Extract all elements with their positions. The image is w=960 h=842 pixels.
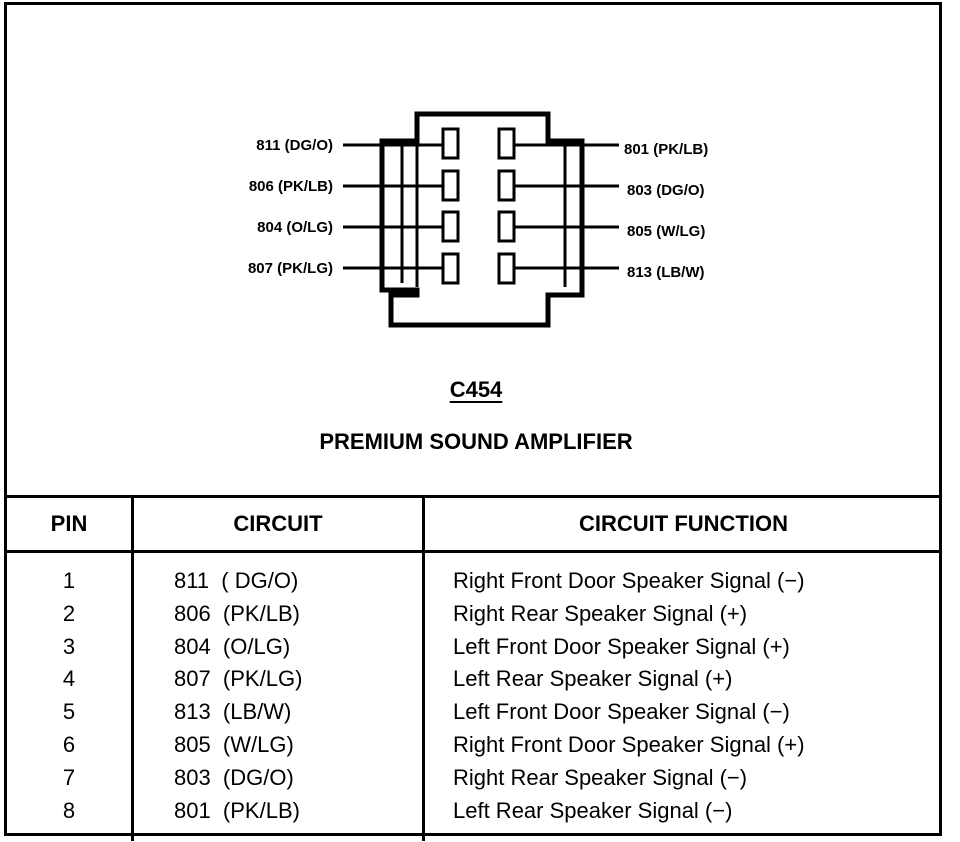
circuit: 806 (PK/LB) — [131, 597, 424, 631]
pin-number: 3 — [62, 633, 76, 659]
wire-label-right: 813 (LB/W) — [627, 264, 705, 281]
circuit-function: Left Rear Speaker Signal (+) — [422, 663, 942, 697]
circuit: 805 (W/LG) — [131, 728, 424, 762]
circuit: 804 (O/LG) — [131, 630, 424, 664]
circuit: 803 (DG/O) — [131, 761, 424, 795]
pin-number: 4 — [62, 666, 76, 692]
pin-number: 5 — [62, 699, 76, 725]
connector-id: C454 — [7, 377, 945, 403]
connector-diagram: 811 (DG/O) 806 (PK/LB) 804 (O/LG) 807 (P… — [248, 111, 708, 328]
circuit-function: Right Front Door Speaker Signal (+) — [422, 728, 942, 762]
pin-cavity-2 — [441, 169, 460, 202]
table-row: 8 801 (PK/LB) Left Rear Speaker Signal (… — [7, 794, 942, 842]
pin-cavity-8 — [497, 127, 516, 160]
table-row: 6 805 (W/LG) Right Front Door Speaker Si… — [7, 728, 942, 762]
header-pin: PIN — [7, 495, 133, 553]
pin-table: PIN CIRCUIT CIRCUIT FUNCTION 1 811 ( DG/… — [7, 495, 942, 842]
table-row: 7 803 (DG/O) Right Rear Speaker Signal (… — [7, 761, 942, 795]
connector-rail-left — [400, 145, 419, 287]
circuit-function: Left Front Door Speaker Signal (−) — [422, 696, 942, 729]
pin-number: 6 — [62, 731, 76, 757]
pin-cavity-3 — [441, 210, 460, 243]
table-header-row: PIN CIRCUIT CIRCUIT FUNCTION — [7, 495, 942, 553]
wire-label-left: 807 (PK/LG) — [248, 260, 333, 277]
pin-cavity-7 — [497, 169, 516, 202]
table-row: 1 811 ( DG/O) Right Front Door Speaker S… — [7, 551, 942, 598]
table-row: 4 807 (PK/LG) Left Rear Speaker Signal (… — [7, 663, 942, 697]
wire-label-right: 805 (W/LG) — [627, 223, 705, 240]
pin-cavity-4 — [441, 252, 460, 285]
connector-name: PREMIUM SOUND AMPLIFIER — [319, 429, 633, 454]
pin-number: 7 — [62, 764, 76, 790]
wire-label-right: 803 (DG/O) — [627, 182, 705, 199]
connector-housing — [379, 111, 585, 328]
circuit-function: Right Rear Speaker Signal (+) — [422, 597, 942, 631]
circuit-function: Left Rear Speaker Signal (−) — [422, 794, 942, 842]
circuit: 801 (PK/LB) — [131, 794, 424, 842]
pin-number: 8 — [62, 797, 76, 823]
connector-rail-right — [563, 145, 584, 287]
circuit: 813 (LB/W) — [131, 696, 424, 729]
header-circuit: CIRCUIT — [131, 495, 424, 553]
circuit-function: Right Front Door Speaker Signal (−) — [422, 551, 942, 598]
pin-cavity-5 — [497, 252, 516, 285]
pin-cavity-1 — [441, 127, 460, 160]
pin-number: 1 — [62, 568, 76, 593]
wire-label-left: 804 (O/LG) — [257, 219, 333, 236]
pin-cavity-6 — [497, 210, 516, 243]
circuit: 807 (PK/LG) — [131, 663, 424, 697]
circuit-function: Right Rear Speaker Signal (−) — [422, 761, 942, 795]
wire-label-left: 806 (PK/LB) — [249, 178, 333, 195]
wire-label-right: 801 (PK/LB) — [624, 141, 708, 158]
table-row: 5 813 (LB/W) Left Front Door Speaker Sig… — [7, 696, 942, 729]
header-circuit-function: CIRCUIT FUNCTION — [422, 495, 942, 553]
table-row: 3 804 (O/LG) Left Front Door Speaker Sig… — [7, 630, 942, 664]
wire-label-left: 811 (DG/O) — [256, 137, 333, 154]
page-frame: 811 (DG/O) 806 (PK/LB) 804 (O/LG) 807 (P… — [4, 2, 945, 842]
table-row: 2 806 (PK/LB) Right Rear Speaker Signal … — [7, 597, 942, 631]
connector-id-text: C454 — [449, 377, 503, 402]
pin-number: 2 — [62, 600, 76, 626]
circuit: 811 ( DG/O) — [131, 551, 424, 598]
circuit-function: Left Front Door Speaker Signal (+) — [422, 630, 942, 664]
